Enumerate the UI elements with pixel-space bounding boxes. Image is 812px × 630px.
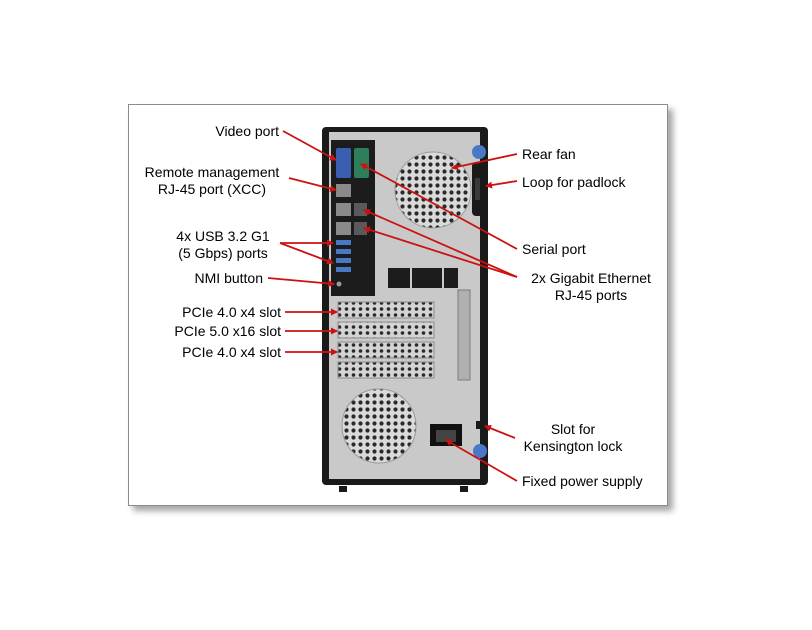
video-port-line bbox=[282, 130, 337, 161]
io-panel bbox=[331, 140, 375, 296]
remote-management-label: Remote management RJ-45 port (XCC) bbox=[138, 164, 286, 198]
callout-lines bbox=[267, 130, 518, 482]
pcie-slot-1-label: PCIe 4.0 x4 slot bbox=[182, 304, 281, 320]
nmi-button-label: NMI button bbox=[194, 270, 263, 286]
usb-ports-label: 4x USB 3.2 G1 (5 Gbps) ports bbox=[168, 228, 278, 262]
serial-port-line bbox=[360, 163, 518, 250]
kensington-line2: Kensington lock bbox=[523, 438, 623, 454]
kensington-label: Slot for Kensington lock bbox=[518, 421, 628, 455]
ethernet-line-2 bbox=[363, 226, 518, 278]
remote-management-line2: RJ-45 port (XCC) bbox=[157, 181, 267, 197]
panel-details bbox=[388, 268, 471, 381]
padlock-loop-label: Loop for padlock bbox=[522, 174, 626, 190]
ethernet-ports-line1: 2x Gigabit Ethernet bbox=[531, 270, 651, 286]
usb-ports-line2: (5 Gbps) ports bbox=[178, 245, 268, 261]
rear-fan bbox=[394, 151, 472, 229]
padlock-loop bbox=[472, 145, 486, 216]
power-supply-label: Fixed power supply bbox=[522, 473, 643, 489]
remote-management-line1: Remote management bbox=[144, 164, 280, 180]
usb-line-2 bbox=[279, 242, 334, 265]
serial-port-label: Serial port bbox=[522, 241, 586, 257]
pcie-slot-3-label: PCIe 4.0 x4 slot bbox=[182, 344, 281, 360]
pcie-slot-2-label: PCIe 5.0 x16 slot bbox=[174, 323, 281, 339]
usb-ports-line1: 4x USB 3.2 G1 bbox=[176, 228, 270, 244]
ethernet-ports-line2: RJ-45 ports bbox=[554, 287, 628, 303]
kensington-line1: Slot for bbox=[550, 421, 596, 437]
psu-fan bbox=[341, 388, 417, 464]
nmi-button-line bbox=[267, 277, 335, 287]
remote-mgmt-line bbox=[288, 177, 337, 192]
power-supply-line bbox=[445, 439, 518, 482]
ethernet-line-1 bbox=[363, 209, 518, 278]
kensington-slot bbox=[473, 421, 487, 458]
power-connector bbox=[430, 424, 462, 446]
pcie-slots bbox=[337, 301, 435, 379]
kensington-line bbox=[484, 424, 516, 439]
video-port-label: Video port bbox=[215, 123, 279, 139]
rear-fan-label: Rear fan bbox=[522, 146, 576, 162]
padlock-loop-line bbox=[485, 180, 518, 189]
ethernet-ports-label: 2x Gigabit Ethernet RJ-45 ports bbox=[516, 270, 666, 304]
rear-fan-line bbox=[451, 153, 518, 171]
